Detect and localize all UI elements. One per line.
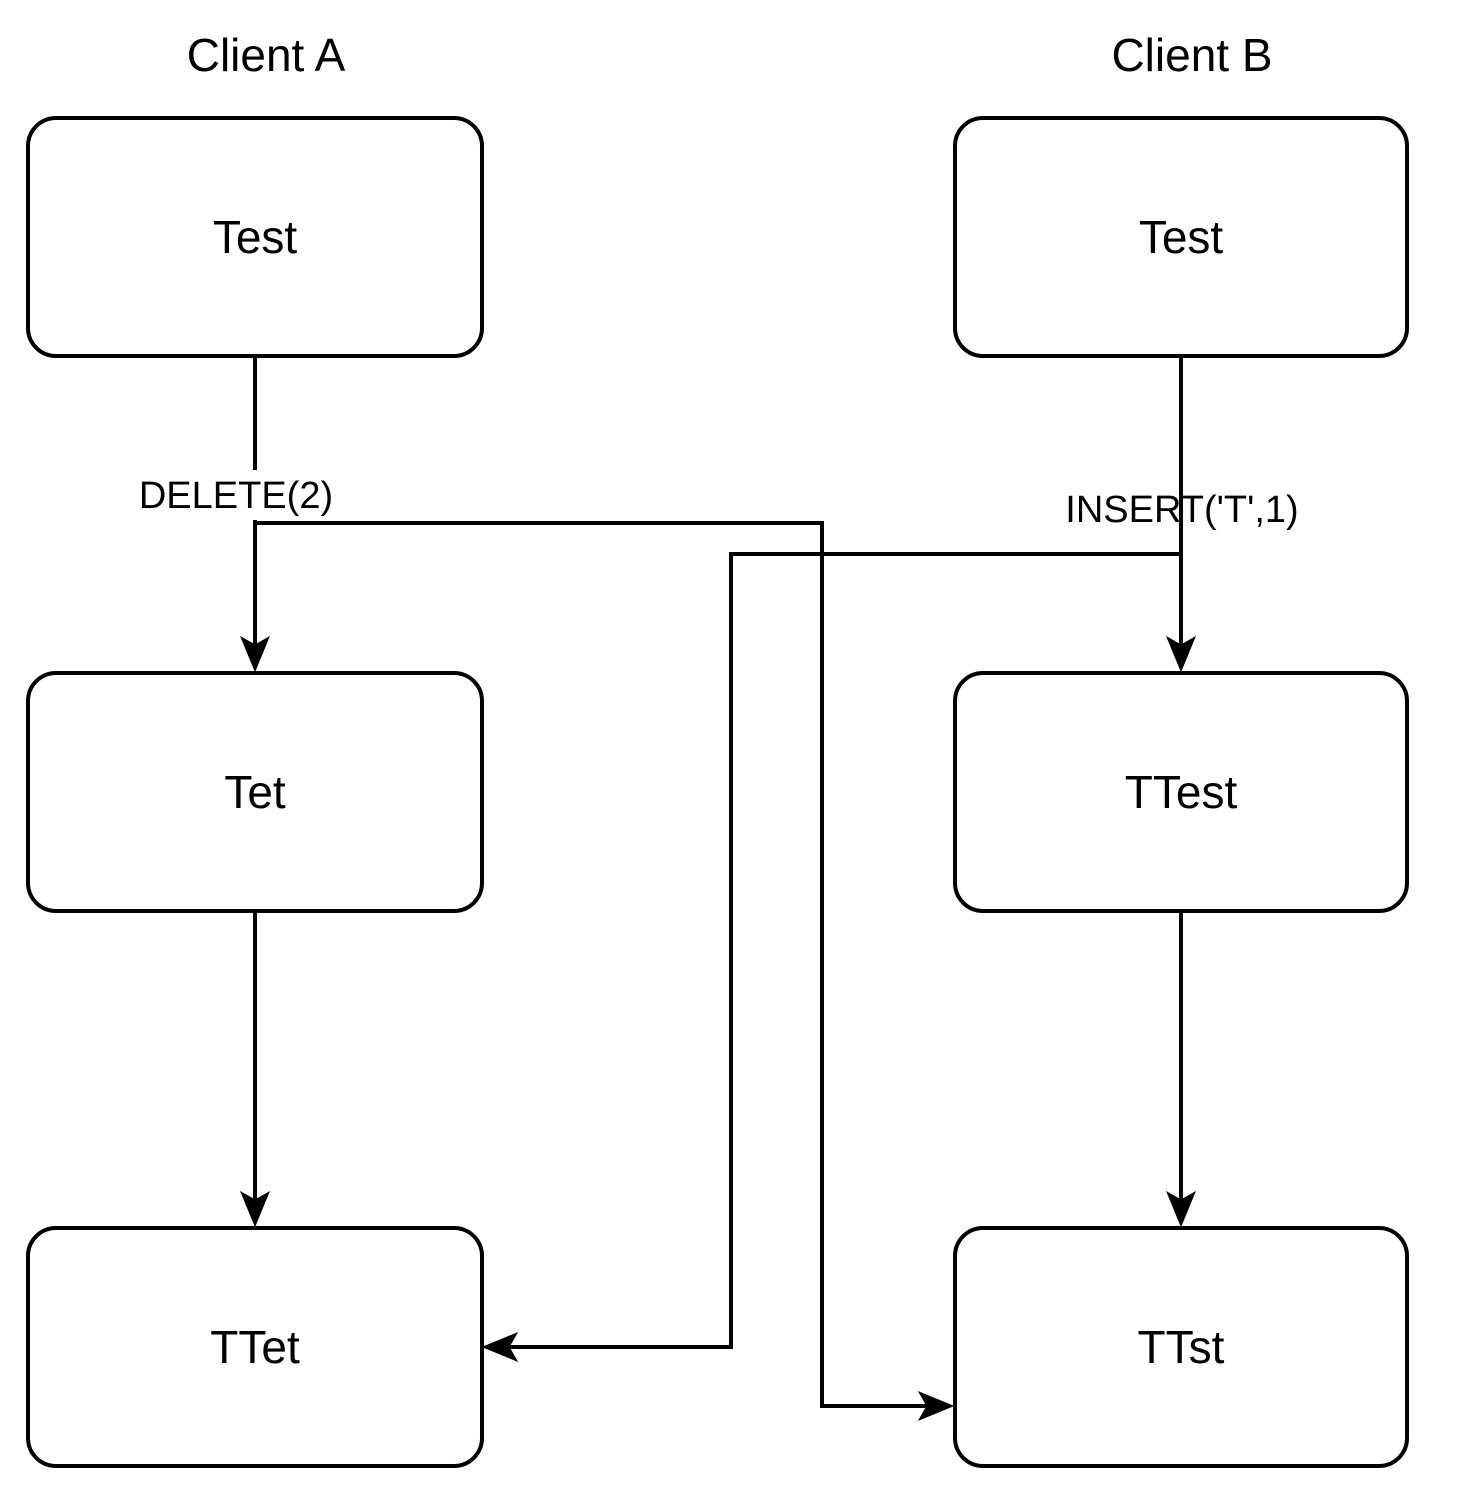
lane-title-client-a: Client A xyxy=(187,29,346,81)
node-label-client-a-ttet: TTet xyxy=(210,1321,300,1373)
arrowhead-into-ttet-right xyxy=(481,1331,519,1363)
edge-cross-a-to-ttst xyxy=(255,521,927,1408)
arrowhead-into-ttest xyxy=(1165,635,1197,673)
node-label-client-a-test: Test xyxy=(213,211,298,263)
arrowhead-into-tet xyxy=(239,635,271,673)
arrowhead-into-ttet-top xyxy=(239,1190,271,1228)
arrowhead-into-ttst-left xyxy=(917,1390,955,1422)
lane-title-client-b: Client B xyxy=(1111,29,1272,81)
edge-label-delete-background xyxy=(148,470,324,520)
edge-label-delete: DELETE(2) xyxy=(139,475,333,517)
node-label-client-b-test: Test xyxy=(1139,211,1224,263)
edge-cross-b-to-ttet xyxy=(509,552,1181,1349)
node-label-client-b-ttest: TTest xyxy=(1125,766,1238,818)
node-label-client-a-tet: Tet xyxy=(224,766,286,818)
node-box-client-b-ttst xyxy=(953,1226,1409,1468)
node-label-client-b-ttst: TTst xyxy=(1138,1321,1225,1373)
arrowhead-into-ttst-top xyxy=(1165,1190,1197,1228)
